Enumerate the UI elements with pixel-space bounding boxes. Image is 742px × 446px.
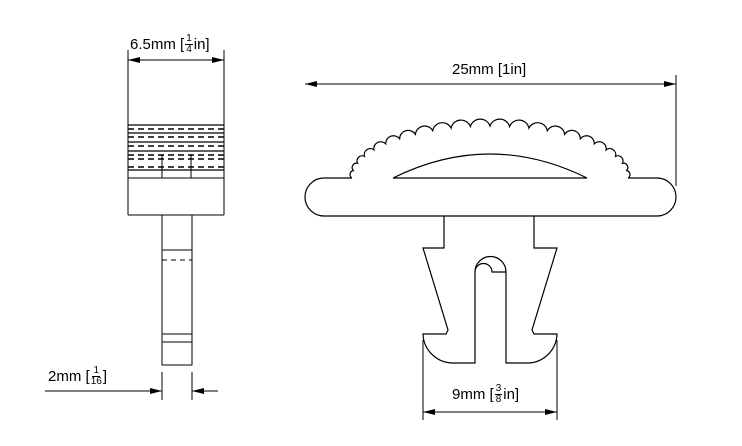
dim-value: 25mm [452,61,494,78]
unit: in] [503,386,520,403]
fraction-den: 4 [186,44,192,55]
bracket: [ [85,368,90,385]
bracket: [ [180,36,185,53]
fraction-num: 1 [92,365,101,377]
head-outline [304,177,677,217]
knurl-hatching [128,124,224,179]
bracket: [ [489,386,494,403]
dim-value: 6.5mm [130,36,176,53]
scalloped-dome [349,118,631,179]
side-view [45,50,225,400]
dim-value: 9mm [452,386,486,403]
fraction-num: 3 [494,383,503,395]
dim-value: 2mm [48,368,82,385]
fraction-num: 1 [185,33,193,45]
fraction-den: 16 [90,376,102,387]
clip-legs [422,216,558,364]
unit: [1in] [497,61,527,78]
front-view [304,75,677,420]
unit: ] [102,368,107,385]
length-dimension-label: 25mm [1in] [452,61,526,78]
lens-arc [392,153,588,179]
unit: in] [193,36,210,53]
side-stem [161,214,193,366]
fraction-den: 8 [495,394,502,405]
